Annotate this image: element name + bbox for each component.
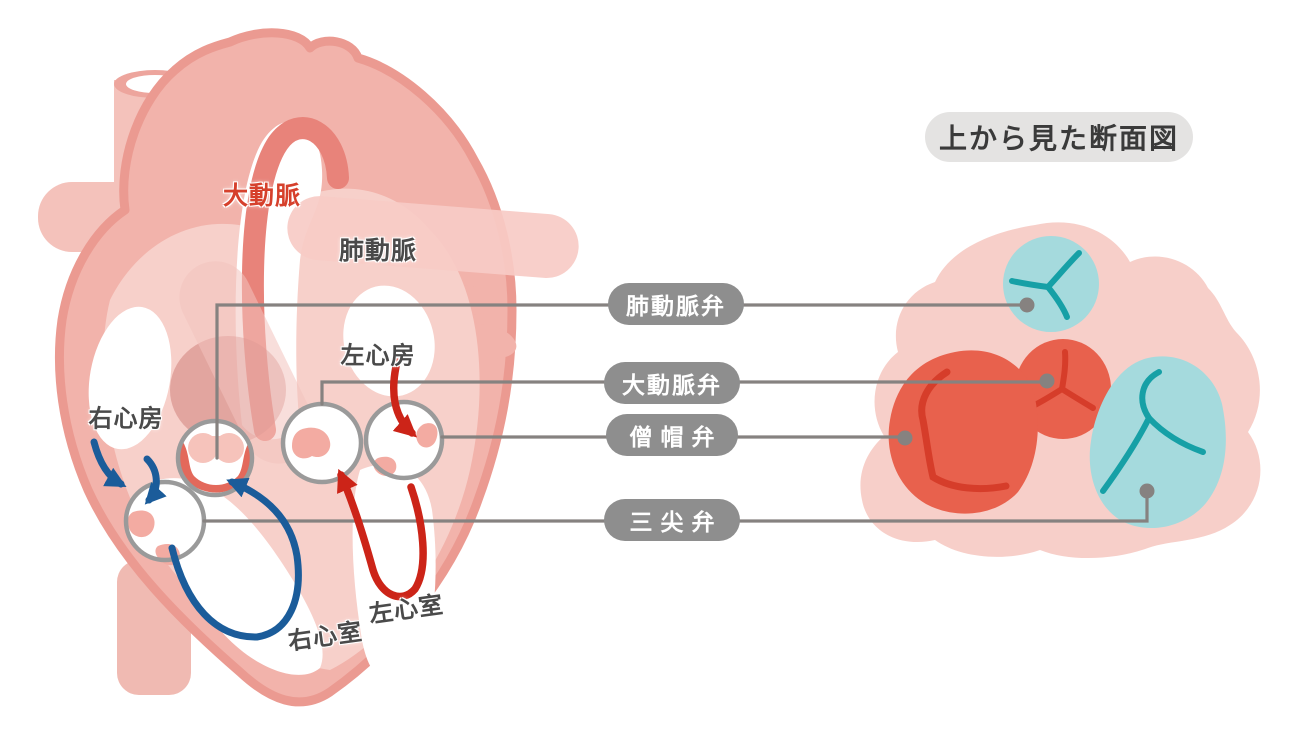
mitral-valve-circle xyxy=(363,399,445,481)
connector-pulmonary-valve xyxy=(215,303,1029,460)
label-left-atrium: 左心房 xyxy=(340,341,416,370)
pulmonary-trunk xyxy=(179,261,316,464)
valve-pill-tricuspid: 三尖弁 xyxy=(604,499,740,541)
mitral-valve-leaflet-line xyxy=(918,368,1010,493)
left-ventricle-loop-arrow xyxy=(337,468,427,601)
aortic-valve-cusp xyxy=(292,427,331,459)
connector-dots xyxy=(897,297,1155,499)
pulmonary-artery-band xyxy=(179,196,579,464)
pulmonary-valve-circle xyxy=(175,418,255,498)
red-flow-arrows xyxy=(337,358,427,601)
dot-aortic-valve xyxy=(1039,373,1055,389)
right-ventricle-loop-arrow xyxy=(168,477,302,641)
right-atrium-chamber xyxy=(88,306,172,450)
label-right-atrium: 右心房 xyxy=(88,404,164,433)
left-atrium-to-mitral-arrow xyxy=(390,358,418,438)
right-atrium-to-tricuspid-arrow xyxy=(143,455,167,505)
label-aorta: 大動脈 xyxy=(222,181,302,210)
dot-tricuspid-valve xyxy=(1139,483,1155,499)
left-atrium-chamber xyxy=(343,285,435,397)
section-title-badge: 上から見た断面図 xyxy=(925,112,1193,162)
tricuspid-valve-leaflet-lines xyxy=(1100,369,1206,494)
label-pulmonary-artery: 肺動脈 xyxy=(338,236,418,265)
tricuspid-valve-cutaway xyxy=(1089,356,1226,529)
dot-pulmonary-valve xyxy=(1019,297,1035,313)
dot-mitral-valve xyxy=(897,430,913,446)
connector-tricuspid-valve xyxy=(202,490,1149,523)
valve-pill-mitral: 僧帽弁 xyxy=(606,414,738,456)
blue-flow-arrows xyxy=(90,438,302,641)
connector-aortic-valve xyxy=(320,380,1049,406)
valve-pill-pulmonary: 肺動脈弁 xyxy=(608,283,744,325)
valve-pill-aortic: 大動脈弁 xyxy=(604,362,740,404)
right-atrium-inflow-arrow xyxy=(90,438,127,488)
cross-section-view xyxy=(860,222,1261,559)
pulmonary-valve-leaflet-lines xyxy=(1009,250,1082,320)
